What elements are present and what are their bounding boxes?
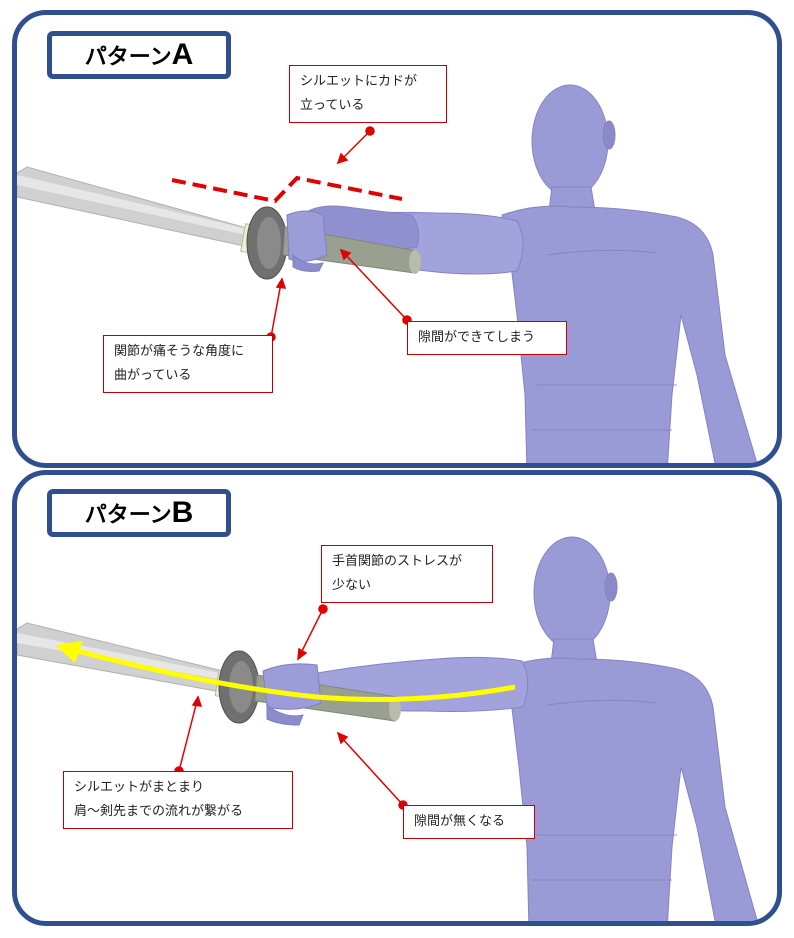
pointer-line-gap <box>343 252 408 321</box>
title-prefix: パターン <box>84 502 172 527</box>
silhouette-corner-line <box>171 175 403 204</box>
title-letter: A <box>171 38 194 71</box>
callout-gap: 隙間ができてしまう <box>407 321 567 355</box>
callout-wrist-stress: 手首関節のストレスが 少ない <box>321 545 493 603</box>
callout-text: シルエットにカドが <box>300 74 418 89</box>
pointer-line-joint <box>270 282 282 338</box>
pointer-line-silhouette-b <box>178 700 198 772</box>
callout-text: 曲がっている <box>114 368 192 383</box>
pointer-line-silhouette <box>339 130 371 162</box>
callout-text: 関節が痛そうな角度に <box>114 344 245 359</box>
callout-silhouette-corner: シルエットにカドが 立っている <box>289 65 447 123</box>
callout-text: 隙間が無くなる <box>414 814 506 829</box>
mannequin-figure-a <box>301 84 758 463</box>
flow-arrowhead <box>55 641 83 663</box>
scene-a-illustration <box>17 84 758 463</box>
callout-text: 肩〜剣先までの流れが繋がる <box>74 804 244 819</box>
callout-silhouette-flow: シルエットがまとまり 肩〜剣先までの流れが繋がる <box>63 771 293 829</box>
callout-text: 立っている <box>300 98 365 113</box>
callout-gap-closed: 隙間が無くなる <box>403 805 535 839</box>
flow-line <box>76 648 516 702</box>
mannequin-figure-b <box>316 536 758 921</box>
title-prefix: パターン <box>84 44 172 69</box>
callout-text: 隙間ができてしまう <box>418 330 536 345</box>
callout-text: シルエットがまとまり <box>74 780 205 795</box>
title-letter: B <box>171 496 194 529</box>
callout-text: 少ない <box>332 578 372 593</box>
hand-a <box>286 210 328 272</box>
scene-b-illustration <box>17 536 758 921</box>
callout-joint-angle: 関節が痛そうな角度に 曲がっている <box>103 335 273 393</box>
pointer-line-gap-b <box>340 736 404 806</box>
callout-text: 手首関節のストレスが <box>332 554 463 569</box>
pointer-line-wrist <box>299 608 324 656</box>
